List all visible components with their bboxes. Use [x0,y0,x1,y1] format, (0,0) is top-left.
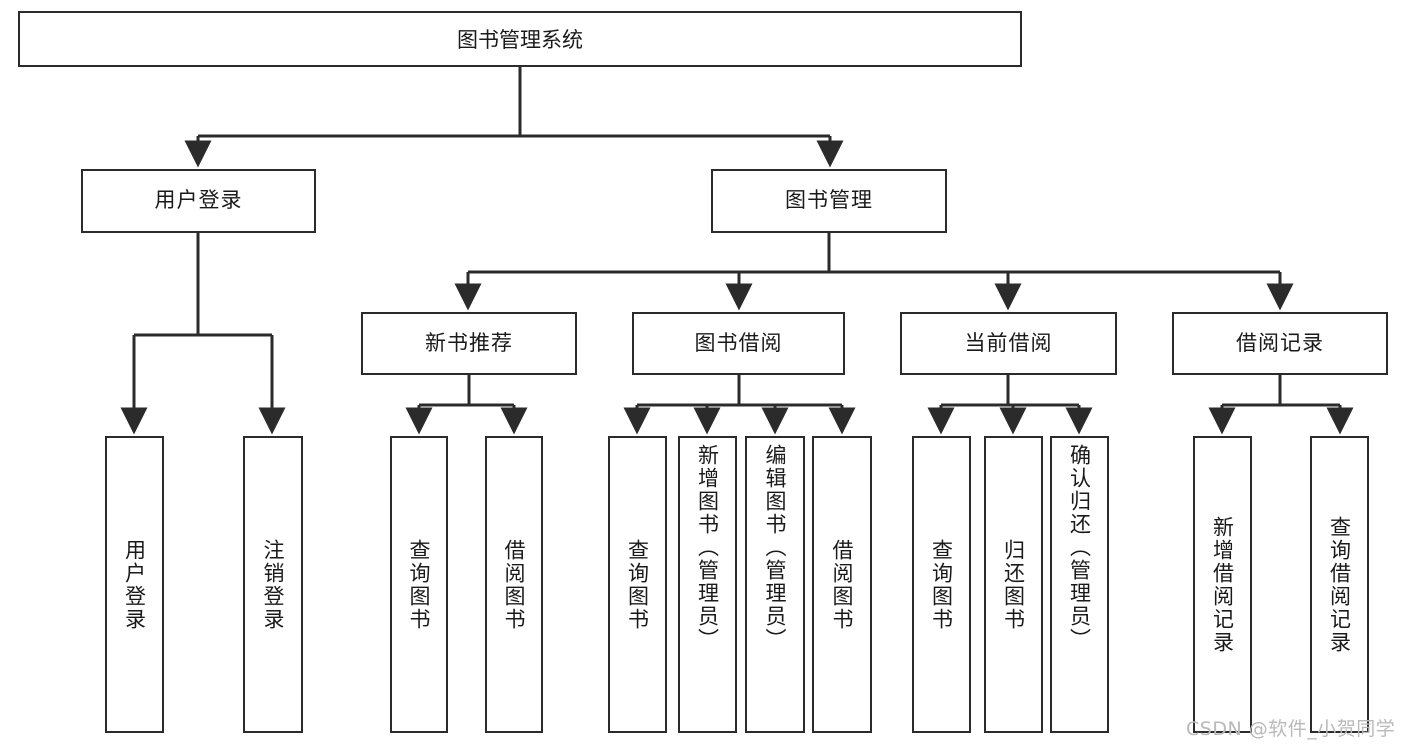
node-leaf-query-book-rec[interactable]: 查询图书 [390,436,448,733]
node-leaf-query-book-borrow-label: 查询图书 [625,538,650,631]
node-new-book-rec[interactable]: 新书推荐 [361,312,577,375]
node-leaf-user-login-label: 用户登录 [122,538,147,631]
node-leaf-confirm-return-label: 确认归还（管理员） [1067,444,1092,651]
node-borrow-record[interactable]: 借阅记录 [1172,312,1388,375]
node-leaf-add-book-label: 新增图书（管理员） [695,444,720,651]
node-leaf-add-record[interactable]: 新增借阅记录 [1193,436,1252,733]
node-leaf-query-record[interactable]: 查询借阅记录 [1310,436,1369,733]
node-user-login-label: 用户登录 [154,188,243,213]
node-leaf-query-book-cur[interactable]: 查询图书 [912,436,971,733]
node-leaf-borrow-book-label: 借阅图书 [830,538,855,631]
node-current-borrow-label: 当前借阅 [964,330,1053,355]
node-user-login[interactable]: 用户登录 [81,169,316,233]
node-leaf-borrow-book-rec[interactable]: 借阅图书 [485,436,543,733]
node-new-book-rec-label: 新书推荐 [425,330,513,355]
node-leaf-return-book-label: 归还图书 [1001,538,1026,631]
node-leaf-query-book-borrow[interactable]: 查询图书 [608,436,667,733]
node-leaf-borrow-book-rec-label: 借阅图书 [502,538,527,631]
node-leaf-borrow-book[interactable]: 借阅图书 [812,436,872,733]
node-root[interactable]: 图书管理系统 [18,11,1022,67]
node-leaf-query-book-cur-label: 查询图书 [929,538,954,631]
node-leaf-logout-label: 注销登录 [261,538,286,631]
node-leaf-user-login[interactable]: 用户登录 [105,436,164,733]
node-borrow-record-label: 借阅记录 [1236,330,1324,355]
node-leaf-edit-book-label: 编辑图书（管理员） [763,444,788,651]
node-book-borrow-label: 图书借阅 [694,330,783,355]
node-leaf-return-book[interactable]: 归还图书 [984,436,1043,733]
node-root-label: 图书管理系统 [457,28,583,52]
node-leaf-add-record-label: 新增借阅记录 [1210,515,1235,654]
node-leaf-edit-book[interactable]: 编辑图书（管理员） [745,436,805,733]
node-leaf-query-book-rec-label: 查询图书 [407,538,432,631]
node-leaf-logout[interactable]: 注销登录 [243,436,303,733]
node-leaf-add-book[interactable]: 新增图书（管理员） [678,436,737,733]
node-book-borrow[interactable]: 图书借阅 [632,312,845,375]
node-current-borrow[interactable]: 当前借阅 [900,312,1117,375]
node-leaf-query-record-label: 查询借阅记录 [1327,515,1352,654]
node-book-manage[interactable]: 图书管理 [711,169,947,233]
node-book-manage-label: 图书管理 [785,188,873,213]
node-leaf-confirm-return[interactable]: 确认归还（管理员） [1050,436,1109,733]
csdn-watermark: CSDN @软件_小贺同学 [1186,718,1396,740]
